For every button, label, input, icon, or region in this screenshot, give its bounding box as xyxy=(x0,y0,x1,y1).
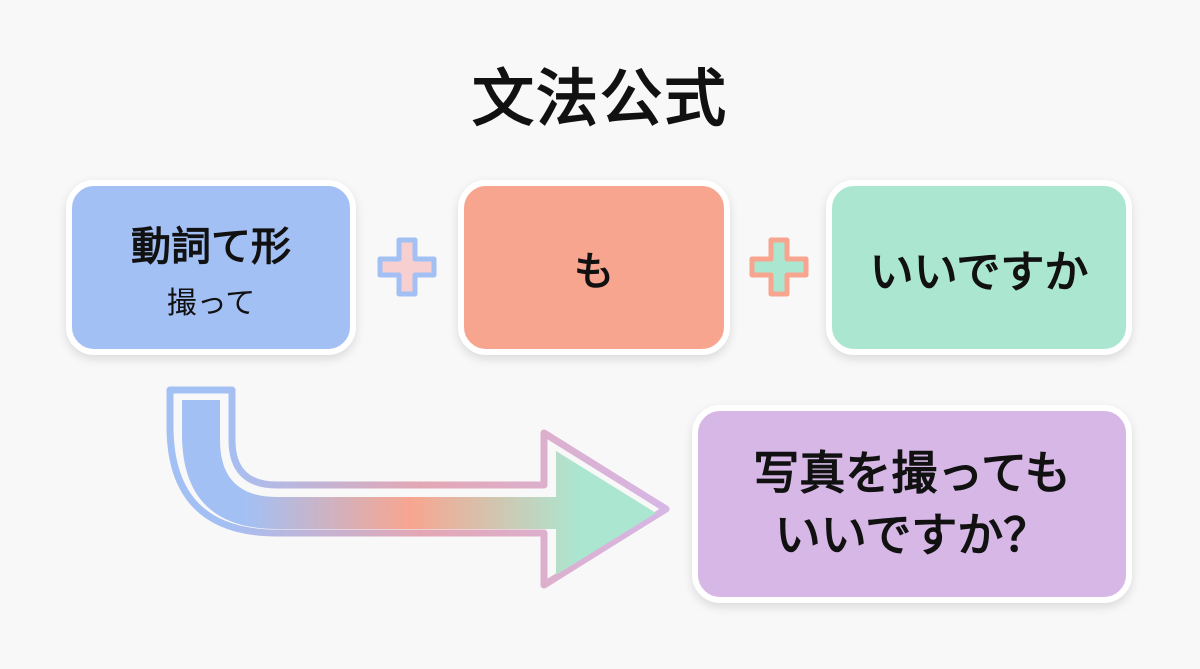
result-line-2: いいですか？ xyxy=(774,508,1050,562)
iidesuka-box: いいですか xyxy=(826,180,1132,355)
page-title: 文法公式 xyxy=(471,62,728,135)
iidesuka-label: いいですか xyxy=(869,246,1089,298)
result-line-1: 写真を撮っても xyxy=(753,445,1071,500)
verb-te-form-box: 動詞て形 撮って xyxy=(66,180,356,355)
result-sentence-box: 写真を撮っても いいですか？ xyxy=(692,405,1132,603)
verb-example: 撮って xyxy=(166,285,256,321)
plus-icon xyxy=(377,237,437,297)
verb-te-form-label: 動詞て形 xyxy=(131,223,291,270)
plus-icon xyxy=(749,237,809,297)
mo-particle-box: も xyxy=(458,180,730,355)
mo-label: も xyxy=(574,248,614,295)
